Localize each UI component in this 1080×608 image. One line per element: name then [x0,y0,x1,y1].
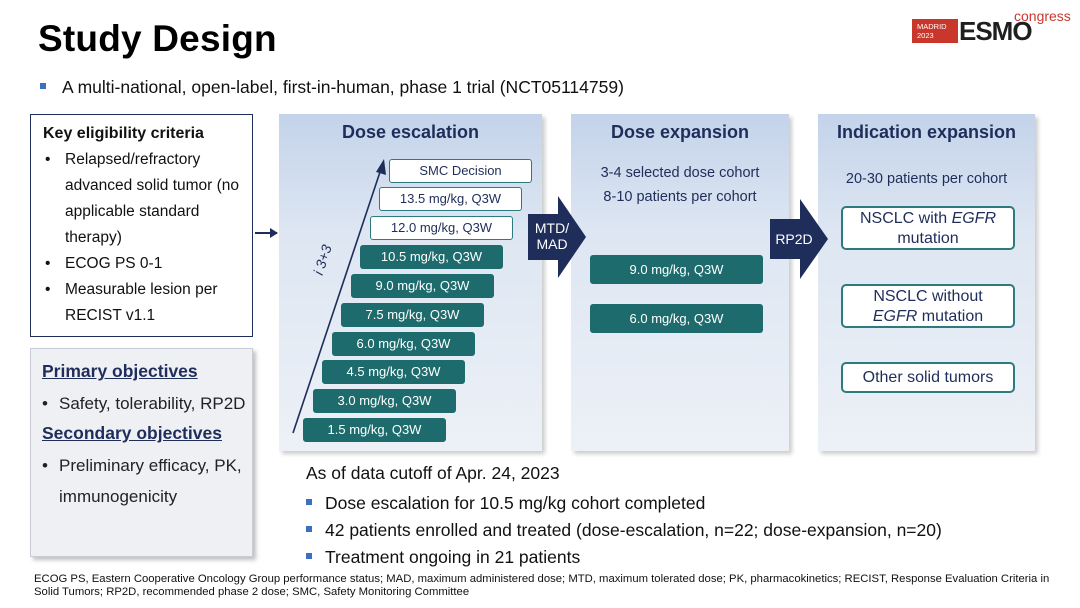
arrow-right-icon [270,228,278,238]
eligibility-list: Relapsed/refractory advanced solid tumor… [43,147,252,329]
slide-title: Study Design [38,18,277,59]
dose-escalation-title: Dose escalation [341,122,480,142]
data-cutoff: As of data cutoff of Apr. 24, 2023 [306,463,560,483]
logo-brand: ESMO [959,16,1033,46]
cohort1-suffix: mutation [897,230,959,247]
logo-city-badge: MADRID 2023 [912,19,958,43]
mtd-mad-label: MTD/ MAD [534,220,570,252]
indication-expansion-title: Indication expansion [836,122,1017,142]
cutoff-note-text: Dose escalation for 10.5 mg/kg cohort co… [325,493,706,513]
cohort2-suffix: mutation [917,308,984,325]
footnote: ECOG PS, Eastern Cooperative Oncology Gr… [34,573,1050,598]
square-bullet-icon [306,526,312,533]
mtd-mad-arrow: MTD/ MAD [528,196,586,278]
cohort1-text: NSCLC with [859,210,952,227]
cohort2-text: NSCLC without [873,288,983,305]
esmo-logo: MADRID 2023 ESMO congress [912,8,1072,48]
cutoff-note-text: 42 patients enrolled and treated (dose-e… [325,520,942,540]
subtitle: A multi-national, open-label, first-in-h… [40,77,624,98]
dose-step: 12.0 mg/kg, Q3W [370,216,513,240]
cutoff-note: Treatment ongoing in 21 patients [306,544,942,571]
cohort1-gene: EGFR [951,210,997,227]
dose-step: 6.0 mg/kg, Q3W [332,332,475,356]
escalation-arrow-icon [292,159,386,434]
dose-step: 3.0 mg/kg, Q3W [313,389,456,413]
cutoff-notes: Dose escalation for 10.5 mg/kg cohort co… [306,490,942,571]
cutoff-note-text: Treatment ongoing in 21 patients [325,547,581,567]
secondary-objectives-title: Secondary objectives [42,423,222,443]
eligibility-box: Key eligibility criteria Relapsed/refrac… [30,114,253,337]
connector-line [255,232,277,234]
eligibility-item: ECOG PS 0-1 [43,251,252,277]
rp2d-arrow: RP2D [770,199,828,279]
expansion-cohort: 9.0 mg/kg, Q3W [590,255,763,284]
expansion-cohort: 6.0 mg/kg, Q3W [590,304,763,333]
logo-city: MADRID [917,22,947,31]
cutoff-note: 42 patients enrolled and treated (dose-e… [306,517,942,544]
subtitle-text: A multi-national, open-label, first-in-h… [62,77,624,97]
eligibility-title: Key eligibility criteria [43,125,204,142]
cohort-other-solid-tumors: Other solid tumors [841,362,1015,393]
square-bullet-icon [306,499,312,506]
eligibility-item: Measurable lesion per RECIST v1.1 [43,277,252,329]
dose-expansion-title: Dose expansion [610,122,750,142]
eligibility-item: Relapsed/refractory advanced solid tumor… [43,147,252,251]
dose-step: 13.5 mg/kg, Q3W [379,187,522,211]
secondary-objective-item: Preliminary efficacy, PK, immunogenicity [42,450,252,512]
rp2d-label: RP2D [775,231,813,247]
dose-step: 4.5 mg/kg, Q3W [322,360,465,384]
dose-step: 10.5 mg/kg, Q3W [360,245,503,269]
square-bullet-icon [306,553,312,560]
cohort-nsclc-no-egfr: NSCLC without EGFR mutation [841,284,1015,328]
indication-subtitle: 20-30 patients per cohort [845,171,1008,187]
cutoff-note: Dose escalation for 10.5 mg/kg cohort co… [306,490,942,517]
objectives-box: Primary objectives Safety, tolerability,… [30,348,253,557]
logo-year: 2023 [917,31,934,40]
dose-step: 1.5 mg/kg, Q3W [303,418,446,442]
dose-step: 7.5 mg/kg, Q3W [341,303,484,327]
cohort2-gene: EGFR [872,308,918,325]
smc-decision-box: SMC Decision [389,159,532,183]
square-bullet-icon [40,83,46,90]
primary-objectives-title: Primary objectives [42,361,198,381]
expansion-line-1: 3-4 selected dose cohort [600,165,760,181]
arrow-right-icon [528,196,586,278]
primary-objective-item: Safety, tolerability, RP2D [42,388,252,419]
arrow-right-icon [770,199,828,279]
cohort-nsclc-egfr: NSCLC with EGFR mutation [841,206,1015,250]
logo-suffix: congress [1014,8,1071,24]
indication-expansion-panel: Indication expansion [818,114,1035,451]
expansion-line-2: 8-10 patients per cohort [603,189,757,205]
dose-step: 9.0 mg/kg, Q3W [351,274,494,298]
